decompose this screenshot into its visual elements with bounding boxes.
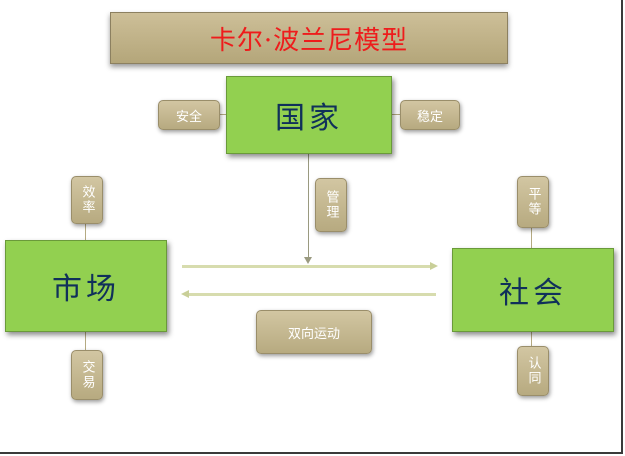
connector-state-stability bbox=[390, 114, 400, 115]
arrow-society-to-market bbox=[188, 293, 436, 296]
connector-equality-society bbox=[531, 226, 532, 248]
tag-trade: 交易 bbox=[71, 350, 103, 400]
arrow-market-to-society-head bbox=[430, 262, 438, 270]
tag-efficiency: 效率 bbox=[71, 176, 103, 224]
connector-market-trade bbox=[85, 330, 86, 350]
tag-stability: 稳定 bbox=[400, 100, 460, 130]
tag-equality: 平等 bbox=[517, 176, 549, 228]
connector-security-state bbox=[218, 114, 226, 115]
arrow-state-down bbox=[308, 153, 309, 257]
node-market: 市场 bbox=[5, 240, 167, 332]
diagram-title: 卡尔·波兰尼模型 bbox=[110, 12, 508, 64]
tag-security: 安全 bbox=[158, 100, 220, 130]
tag-two-way-movement: 双向运动 bbox=[256, 310, 372, 354]
connector-society-recognition bbox=[531, 330, 532, 346]
node-society: 社会 bbox=[452, 248, 614, 332]
arrow-society-to-market-head bbox=[181, 290, 189, 298]
node-state: 国家 bbox=[226, 76, 392, 154]
arrow-state-down-head bbox=[304, 257, 312, 264]
tag-recognition: 认同 bbox=[517, 346, 549, 396]
connector-efficiency-market bbox=[85, 222, 86, 240]
arrow-market-to-society bbox=[182, 265, 432, 268]
tag-management: 管理 bbox=[315, 178, 347, 232]
